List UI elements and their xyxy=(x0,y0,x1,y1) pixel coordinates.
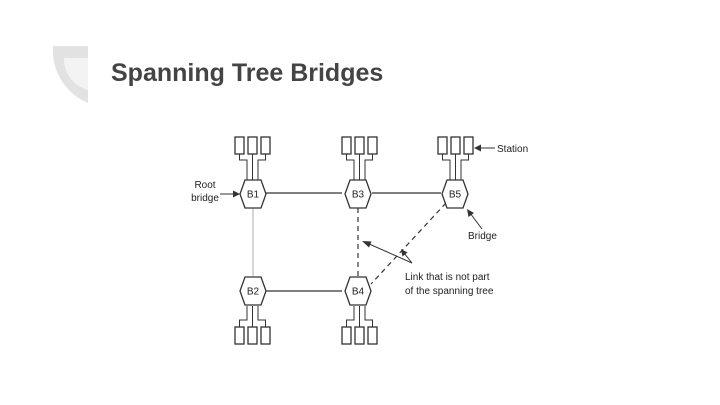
bridge-label-b2: B2 xyxy=(247,287,260,298)
station xyxy=(354,326,365,345)
station xyxy=(341,326,352,345)
station-wires xyxy=(239,154,266,180)
station xyxy=(341,136,352,155)
station-group-b5 xyxy=(437,136,474,180)
non-tree-arrow-line-2 xyxy=(403,252,413,264)
bridge-shape xyxy=(441,179,469,209)
bridge-label: Bridge xyxy=(468,231,497,242)
bridge-arrowhead xyxy=(467,209,474,217)
station xyxy=(367,326,378,345)
station-wires xyxy=(239,306,266,327)
station xyxy=(437,136,448,155)
station-wires xyxy=(346,306,373,327)
station xyxy=(247,136,258,155)
bridge-label-b4: B4 xyxy=(352,287,365,298)
root-bridge-arrowhead xyxy=(233,190,240,198)
station-group-b3 xyxy=(341,136,378,180)
decorative-inner-arc xyxy=(63,58,88,90)
slide-title: Spanning Tree Bridges xyxy=(111,59,384,87)
bridge-shape xyxy=(239,276,267,306)
decorative-corner-shape xyxy=(52,46,88,103)
station-group-b2 xyxy=(234,306,271,345)
bridge-label-b1: B1 xyxy=(247,190,260,201)
bridge-label-b3: B3 xyxy=(352,190,365,201)
non-tree-link-label-line1: Link that is not part xyxy=(405,272,490,283)
station xyxy=(450,136,461,155)
non-tree-arrowhead-2 xyxy=(401,249,408,257)
station xyxy=(260,326,271,345)
bridge-shape xyxy=(344,179,372,209)
non-tree-link-b5-b4 xyxy=(370,202,447,285)
bridge-b4: B4 xyxy=(344,276,372,306)
station xyxy=(260,136,271,155)
non-tree-link-label-line2: of the spanning tree xyxy=(405,286,494,297)
root-bridge-label-line1: Root xyxy=(194,180,215,191)
station-group-b1 xyxy=(234,136,271,180)
station xyxy=(463,136,474,155)
bridge-b5: B5 xyxy=(441,179,469,209)
station xyxy=(234,136,245,155)
bridge-shape xyxy=(344,276,372,306)
bridge-b3: B3 xyxy=(344,179,372,209)
root-bridge-label-line2: bridge xyxy=(191,193,219,204)
station xyxy=(367,136,378,155)
non-tree-arrowhead-1 xyxy=(362,241,372,248)
bridge-label-b5: B5 xyxy=(449,190,462,201)
station-group-b4 xyxy=(341,306,378,345)
station xyxy=(234,326,245,345)
station-wires xyxy=(346,154,373,180)
station-arrowhead xyxy=(474,144,481,152)
station xyxy=(354,136,365,155)
station-label: Station xyxy=(497,144,528,155)
station xyxy=(247,326,258,345)
bridge-b2: B2 xyxy=(239,276,267,306)
bridge-arrow-line xyxy=(469,212,483,230)
bridge-b1: B1 xyxy=(239,179,267,209)
non-tree-arrow-line-1 xyxy=(366,242,413,264)
station-wires xyxy=(442,154,469,180)
